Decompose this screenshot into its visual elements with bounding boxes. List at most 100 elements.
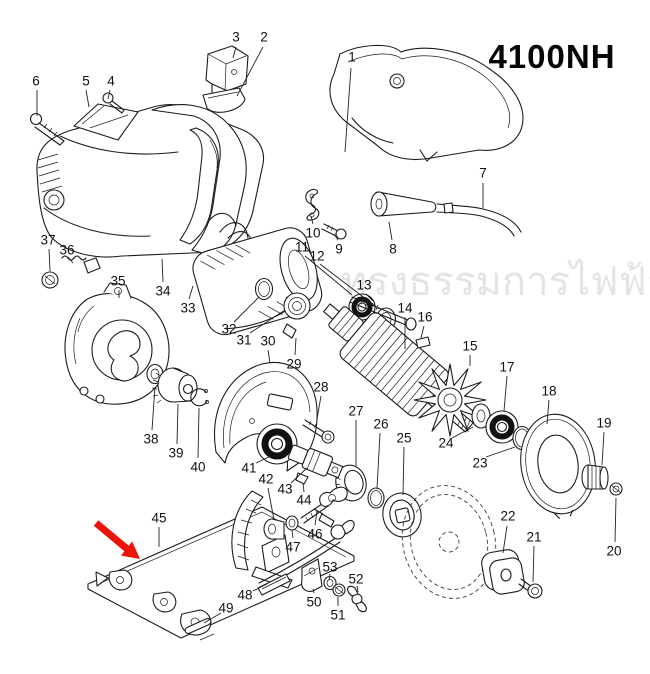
leader-line-53 [328, 573, 331, 581]
part-number-43: 43 [277, 482, 292, 497]
part-number-22: 22 [500, 509, 515, 524]
part-number-53: 53 [322, 560, 337, 575]
leader-line-42 [267, 487, 275, 521]
part-number-49: 49 [218, 601, 233, 616]
part-number-19: 19 [596, 416, 611, 431]
part-number-27: 27 [348, 404, 363, 419]
part-number-7: 7 [479, 166, 487, 181]
leader-line-39 [176, 403, 179, 445]
part-number-26: 26 [373, 417, 388, 432]
leader-line-34 [161, 258, 164, 283]
leader-line-41 [255, 455, 272, 464]
leader-line-23 [485, 446, 516, 458]
leader-line-5 [85, 89, 90, 108]
leader-line-47 [291, 529, 294, 539]
leader-line-32 [233, 296, 260, 323]
key-44 [295, 472, 309, 485]
leader-line-36 [67, 256, 74, 264]
leader-line-9 [333, 233, 339, 241]
part-number-46: 46 [307, 527, 322, 542]
part-number-13: 13 [356, 278, 371, 293]
part-number-16: 16 [417, 310, 432, 325]
screw-6 [29, 112, 65, 146]
o-ring-32 [254, 277, 274, 301]
part-number-30: 30 [260, 334, 275, 349]
leader-line-22 [502, 525, 508, 554]
part-number-6: 6 [32, 74, 40, 89]
gear-19 [581, 464, 609, 490]
part-number-40: 40 [190, 460, 205, 475]
power-cord [436, 202, 522, 237]
leader-line-48 [252, 583, 268, 592]
screw-28 [302, 419, 335, 444]
part-number-51: 51 [330, 608, 345, 623]
leader-line-49 [203, 612, 222, 624]
handle-cover [329, 44, 524, 162]
pin-29 [282, 323, 297, 339]
model-title: 4100NH [488, 38, 615, 75]
bracket-50 [301, 558, 323, 592]
leader-line-20 [614, 497, 617, 543]
leader-line-31 [249, 309, 286, 334]
switch-cover [202, 87, 246, 113]
spindle-43 [287, 444, 344, 479]
part-number-4: 4 [107, 74, 115, 89]
part-number-11: 11 [295, 240, 309, 255]
leader-line-13 [365, 293, 374, 302]
part-number-36: 36 [59, 243, 74, 258]
leader-line-38 [151, 386, 156, 431]
washer-53 [323, 575, 337, 591]
wing-nut-52 [347, 585, 367, 613]
part-number-24: 24 [438, 436, 454, 451]
leader-line-30 [267, 349, 271, 364]
leader-line-46 [314, 510, 318, 526]
part-number-5: 5 [82, 74, 90, 89]
part-number-labels: 1234567891011121314151617181920212223242… [32, 30, 622, 624]
part-number-29: 29 [286, 357, 301, 372]
part-number-10: 10 [305, 226, 320, 241]
part-number-33: 33 [180, 301, 195, 316]
leader-line-10 [310, 215, 314, 225]
leader-line-37 [48, 248, 51, 272]
leader-line-50 [312, 588, 315, 594]
part-number-18: 18 [541, 384, 556, 399]
part-number-48: 48 [237, 588, 252, 603]
leader-line-12 [319, 263, 380, 310]
cord-grip [370, 191, 437, 217]
washer-47 [285, 515, 299, 531]
bearing-41 [256, 423, 298, 465]
bushing-42 [263, 518, 285, 540]
leader-line-26 [376, 432, 381, 490]
leader-line-40 [197, 407, 200, 459]
gear-39 [151, 367, 198, 404]
watermark-text: ทรงธรรมการไฟฟ้า [341, 259, 650, 305]
o-ring-26 [367, 487, 385, 509]
bolt-21 [518, 578, 543, 599]
part-number-31: 31 [236, 333, 251, 348]
leader-line-16 [420, 325, 425, 339]
cord-clamp [305, 188, 320, 221]
part-number-32: 32 [221, 322, 236, 337]
rod-48 [257, 508, 355, 596]
part-number-34: 34 [155, 284, 171, 299]
leader-line-44 [302, 482, 305, 493]
part-number-1: 1 [348, 50, 356, 65]
leader-line-19 [601, 431, 605, 466]
part-number-38: 38 [143, 432, 158, 447]
leader-line-28 [316, 395, 322, 420]
leader-line-4 [107, 89, 111, 100]
motor-housing [36, 103, 265, 258]
leader-line-24 [451, 426, 474, 439]
part-number-25: 25 [396, 431, 411, 446]
part-number-42: 42 [258, 472, 273, 487]
part-number-52: 52 [348, 572, 363, 587]
leader-line-52 [356, 585, 359, 593]
part-number-41: 41 [241, 461, 256, 476]
carbon-brush [61, 255, 101, 274]
bearing-17 [485, 410, 519, 444]
leader-line-17 [503, 375, 508, 412]
bearing-box [64, 282, 170, 405]
leader-line-8 [388, 221, 393, 241]
part-number-2: 2 [260, 30, 268, 45]
